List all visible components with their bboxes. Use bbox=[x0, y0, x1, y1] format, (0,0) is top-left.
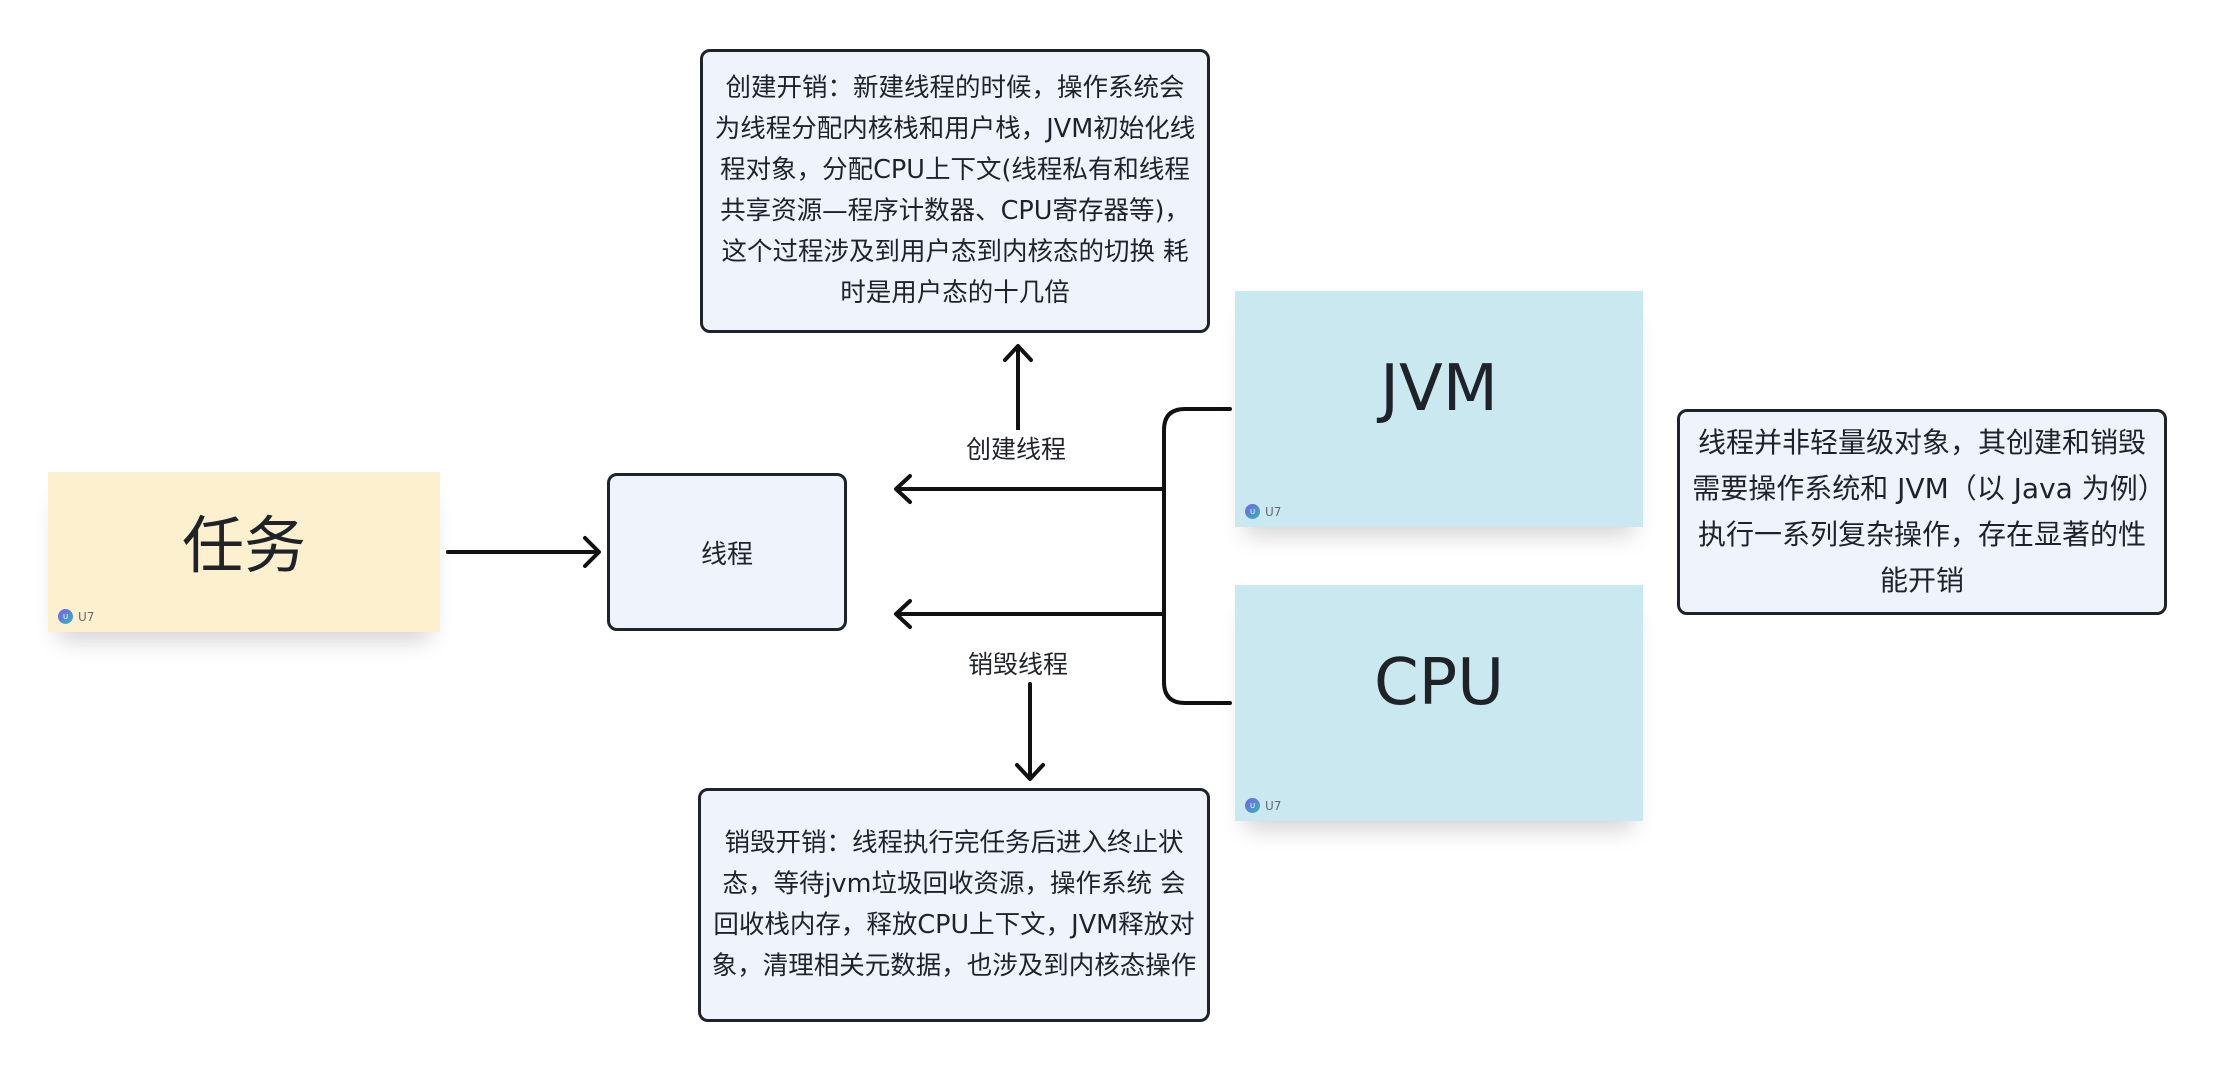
node-create-cost-text: 创建开销：新建线程的时候，操作系统会为线程分配内核栈和用户栈，JVM初始化线程对… bbox=[714, 73, 1196, 308]
edge-label-create-thread: 创建线程 bbox=[964, 430, 1069, 466]
author-name: U7 bbox=[1265, 798, 1282, 813]
avatar-icon: U bbox=[1245, 504, 1260, 519]
arrowhead-destroy-cost bbox=[1015, 763, 1045, 781]
arrowhead-destroy bbox=[894, 599, 912, 629]
node-summary-text: 线程并非轻量级对象，其创建和销毁需要操作系统和 JVM（以 Java 为例）执行… bbox=[1692, 426, 2152, 597]
sticky-cpu-label: CPU bbox=[1373, 646, 1505, 720]
edge-label-destroy-thread: 销毁线程 bbox=[966, 645, 1071, 681]
node-summary[interactable]: 线程并非轻量级对象，其创建和销毁需要操作系统和 JVM（以 Java 为例）执行… bbox=[1677, 409, 2167, 615]
avatar-icon: U bbox=[1245, 798, 1260, 813]
node-create-cost[interactable]: 创建开销：新建线程的时候，操作系统会为线程分配内核栈和用户栈，JVM初始化线程对… bbox=[700, 49, 1210, 333]
author-name: U7 bbox=[78, 609, 95, 624]
node-destroy-cost-text: 销毁开销：线程执行完任务后进入终止状态，等待jvm垃圾回收资源，操作系统 会回收… bbox=[711, 828, 1197, 981]
arrowhead-task-to-thread bbox=[583, 536, 601, 568]
sticky-note-jvm[interactable]: JVM U U7 bbox=[1235, 291, 1643, 527]
sticky-jvm-label: JVM bbox=[1380, 352, 1498, 426]
sticky-note-task[interactable]: 任务 U U7 bbox=[48, 472, 440, 632]
author-name: U7 bbox=[1265, 504, 1282, 519]
connector-bracket bbox=[1162, 407, 1232, 705]
node-thread[interactable]: 线程 bbox=[607, 473, 847, 631]
author-tag: U U7 bbox=[1245, 798, 1281, 813]
arrowhead-create-cost bbox=[1003, 344, 1033, 362]
node-thread-label: 线程 bbox=[700, 539, 753, 570]
avatar-icon: U bbox=[58, 609, 73, 624]
sticky-note-cpu[interactable]: CPU U U7 bbox=[1235, 585, 1643, 821]
sticky-task-label: 任务 bbox=[181, 509, 306, 582]
author-tag: U U7 bbox=[58, 609, 94, 624]
node-destroy-cost[interactable]: 销毁开销：线程执行完任务后进入终止状态，等待jvm垃圾回收资源，操作系统 会回收… bbox=[698, 788, 1210, 1022]
author-tag: U U7 bbox=[1245, 504, 1281, 519]
arrowhead-create bbox=[894, 474, 912, 504]
